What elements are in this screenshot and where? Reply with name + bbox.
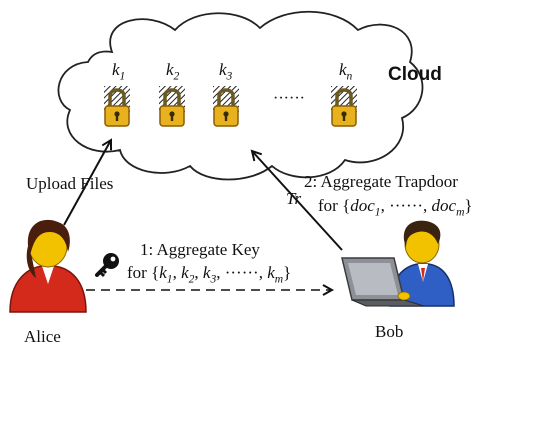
aggregate-trapdoor-title: 2: Aggregate Trapdoor bbox=[304, 172, 458, 191]
key-label-kn: kn bbox=[339, 60, 353, 83]
cloud-ellipsis: ······ bbox=[273, 90, 305, 107]
lock-icon-k3 bbox=[213, 86, 239, 127]
upload-arrow bbox=[63, 140, 111, 226]
trapdoor-tr-label: Tr bbox=[286, 189, 302, 208]
lock-icon-k1 bbox=[104, 86, 130, 127]
bob-label: Bob bbox=[375, 322, 404, 341]
alice-avatar bbox=[9, 219, 87, 313]
aggregate-key-set: for {k1, k2, k3, ······, km} bbox=[127, 263, 292, 286]
lock-icon-kn bbox=[331, 86, 357, 127]
laptop-icon bbox=[341, 257, 425, 307]
aggregate-key-title: 1: Aggregate Key bbox=[140, 240, 260, 259]
key-label-k1: k1 bbox=[112, 60, 126, 83]
trapdoor-arrow bbox=[252, 151, 343, 251]
upload-files-label: Upload Files bbox=[26, 174, 114, 193]
alice-label: Alice bbox=[24, 327, 61, 346]
cloud-title: Cloud bbox=[388, 64, 442, 85]
key-icon bbox=[95, 253, 119, 278]
lock-icon-k2 bbox=[159, 86, 185, 127]
bob-avatar bbox=[389, 220, 455, 307]
cloud-shape bbox=[57, 10, 424, 181]
key-label-k2: k2 bbox=[166, 60, 180, 83]
aggregate-trapdoor-set: for {doc1, ······, docm} bbox=[318, 196, 473, 219]
key-label-k3: k3 bbox=[219, 60, 233, 83]
